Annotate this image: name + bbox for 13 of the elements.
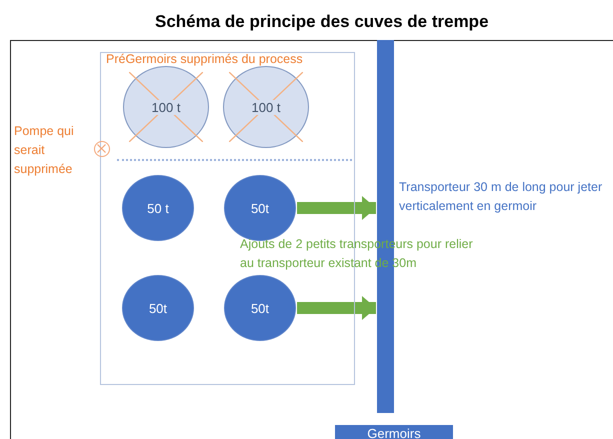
removal-note: PréGermoirs supprimés du process (106, 51, 304, 68)
block-arrow (297, 196, 376, 220)
removed-tank-circle: 100 t (223, 66, 309, 148)
pump-symbol (94, 141, 110, 157)
germination-box: Germoirs (335, 425, 453, 439)
tank-circle: 50t (122, 275, 194, 341)
tank-circle: 50 t (122, 175, 194, 241)
tank-circle: 50t (224, 275, 296, 341)
removed-tank-circle: 100 t (123, 66, 209, 148)
block-arrow (297, 296, 376, 320)
diagram-title: Schéma de principe des cuves de trempe (155, 12, 489, 32)
pump-note: Pompe qui serait supprimée (14, 123, 75, 178)
conveyor-note: Transporteur 30 m de long pour jeter verticalement en germoir (399, 179, 604, 215)
